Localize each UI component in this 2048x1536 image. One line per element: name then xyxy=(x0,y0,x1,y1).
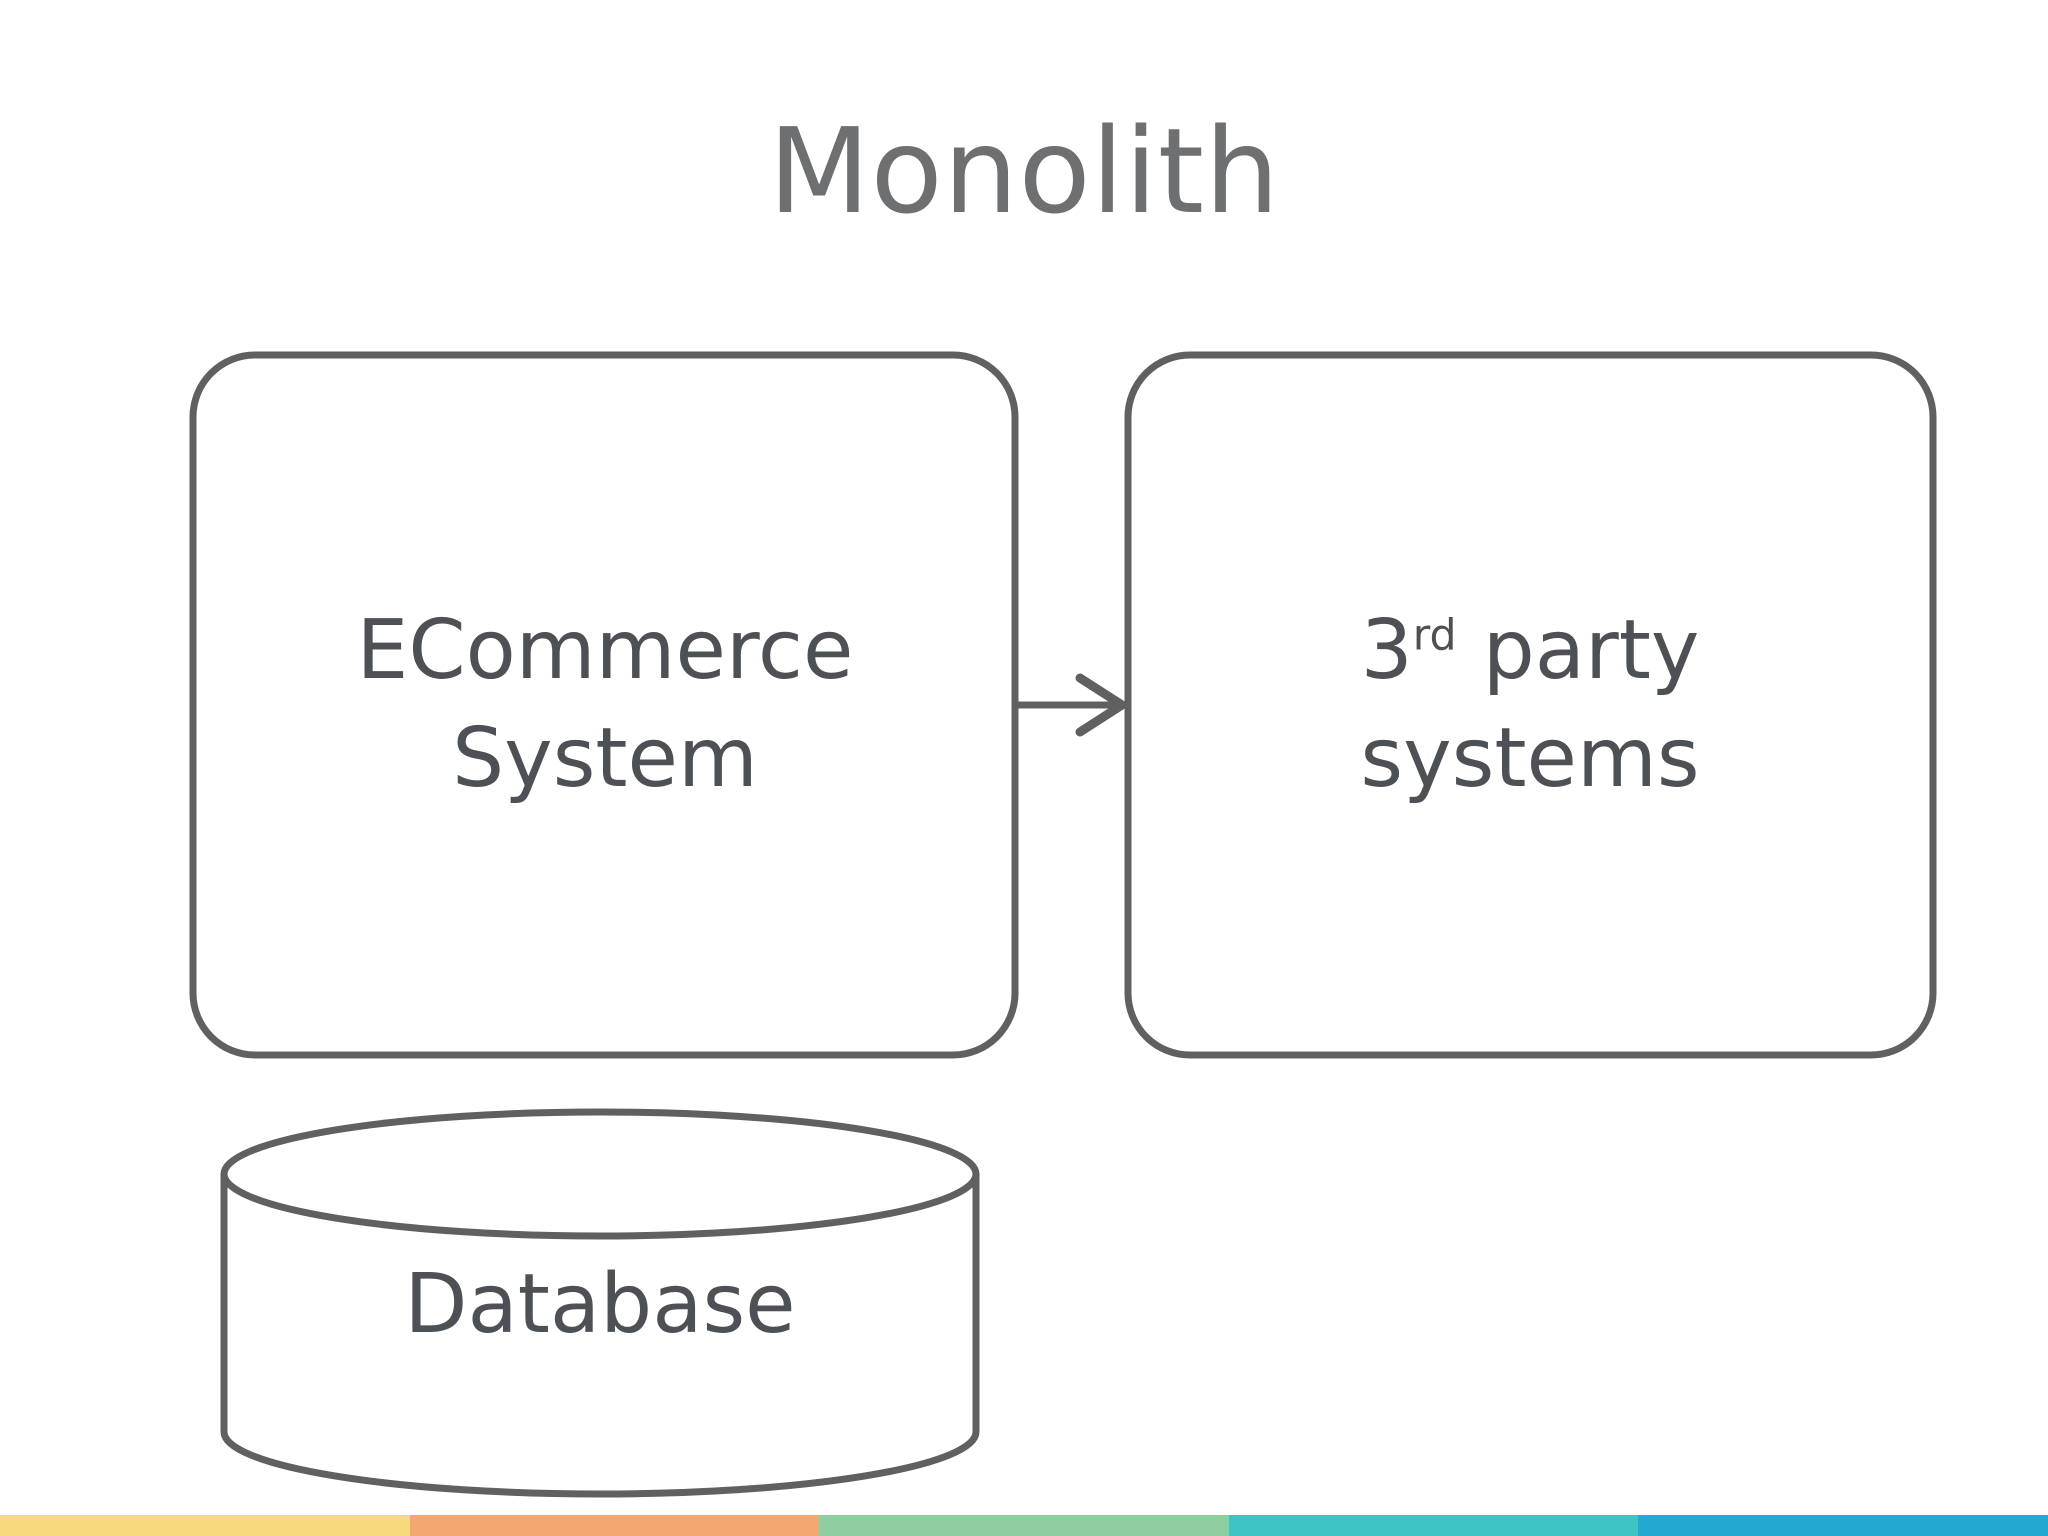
segment-orange xyxy=(409,1515,820,1536)
database-cylinder[interactable] xyxy=(220,1108,980,1498)
third-party-systems-box[interactable] xyxy=(1124,351,1937,1059)
segment-teal xyxy=(1228,1515,1639,1536)
segment-blue xyxy=(1638,1515,2048,1536)
bottom-color-strip xyxy=(0,1515,2048,1536)
segment-green xyxy=(819,1515,1229,1536)
ecommerce-system-box[interactable] xyxy=(189,351,1019,1059)
segment-yellow xyxy=(0,1515,410,1536)
ecommerce-to-third-party-arrow[interactable] xyxy=(1015,673,1127,737)
page-title: Monolith xyxy=(768,102,1280,240)
